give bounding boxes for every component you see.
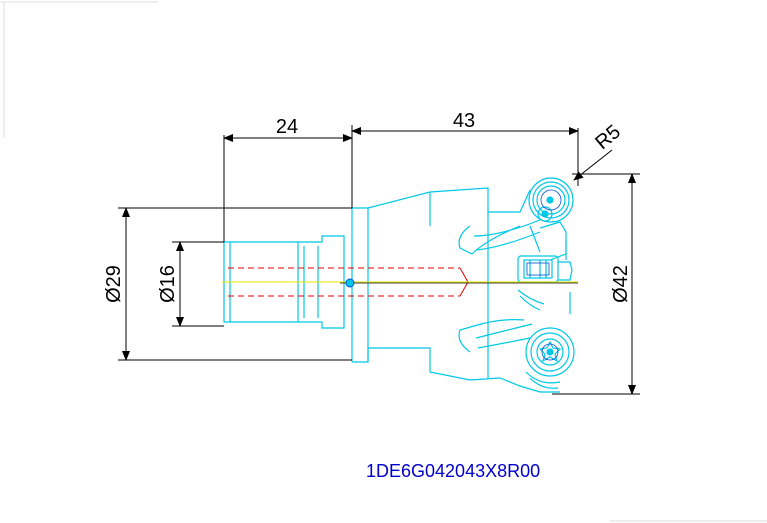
flange-outline bbox=[352, 207, 369, 363]
tool-body-outline bbox=[223, 187, 573, 393]
dimension-lines bbox=[118, 125, 640, 395]
dim-corner-radius: R5 bbox=[591, 121, 625, 154]
head-outline bbox=[367, 187, 560, 393]
upper-round-insert bbox=[528, 177, 574, 223]
part-number: 1DE6G042043X8R00 bbox=[366, 461, 540, 481]
shank-outline bbox=[223, 235, 345, 329]
dim-shank-diameter: Ø29 bbox=[103, 265, 125, 303]
lower-round-insert bbox=[525, 327, 575, 389]
dim-cutting-diameter: Ø42 bbox=[610, 265, 632, 303]
dim-shank-length: 24 bbox=[276, 116, 298, 138]
insert-detail bbox=[526, 189, 562, 361]
dim-head-length: 43 bbox=[453, 110, 475, 132]
center-point bbox=[345, 278, 355, 288]
dim-bore-diameter: Ø16 bbox=[157, 265, 179, 303]
